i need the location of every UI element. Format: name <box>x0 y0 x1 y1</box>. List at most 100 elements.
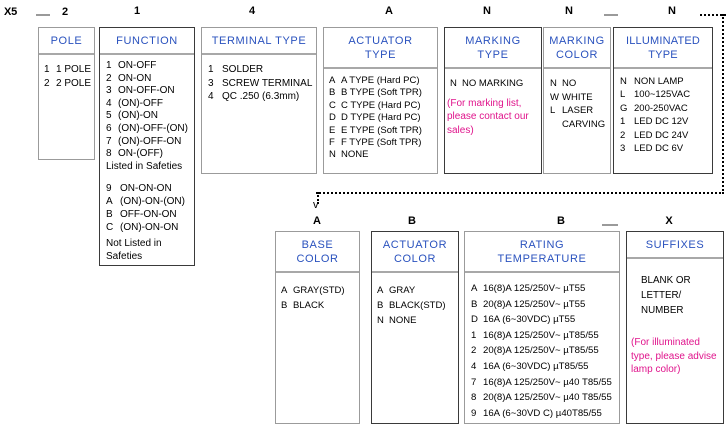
code-marking-type: N <box>483 5 491 17</box>
box-suffixes-body: BLANK OR LETTER/ NUMBER (For illuminated… <box>627 259 723 381</box>
function-footnote-listed: Listed in Safeties <box>106 160 183 172</box>
box-illuminated-type-title: ILLUMINATED TYPE <box>614 28 712 69</box>
connector-dots-down <box>317 192 319 204</box>
option-item[interactable]: C(ON)-ON-ON <box>106 222 179 233</box>
code-function: 1 <box>133 5 141 17</box>
box-pole-title: POLE <box>39 28 94 55</box>
option-item[interactable]: A(ON)-ON-(ON) <box>106 196 185 207</box>
part-number-prefix: X5 <box>4 6 18 18</box>
option-item[interactable]: 7(ON)-OFF-ON <box>106 135 182 147</box>
continuation-dots-top <box>700 14 726 16</box>
suffixes-value: BLANK OR LETTER/ NUMBER <box>641 275 691 316</box>
code-illuminated-type: N <box>668 5 676 17</box>
box-base-color-title: BASE COLOR <box>276 232 359 273</box>
code-rating-temperature: B <box>557 215 565 227</box>
box-terminal-type-title: TERMINAL TYPE <box>202 28 316 55</box>
code-base-color: A <box>313 215 321 227</box>
box-function-title: FUNCTION <box>100 28 194 55</box>
connector-dots-bottom <box>316 192 724 194</box>
option-item[interactable]: 4(ON)-OFF <box>106 97 163 109</box>
option-item[interactable]: 6(ON)-OFF-(ON) <box>106 122 188 134</box>
bottom-dash <box>602 224 618 226</box>
marking-type-note: (For marking list, please contact our sa… <box>447 97 529 136</box>
connector-dots-right <box>722 14 724 194</box>
code-actuator-type: A <box>385 5 393 17</box>
suffixes-note: (For illuminated type, please advise lam… <box>631 337 717 375</box>
box-actuator-type-title: ACTUATOR TYPE <box>324 28 437 69</box>
box-marking-type-title: MARKING TYPE <box>445 28 541 69</box>
box-suffixes-title: SUFFIXES <box>627 232 723 259</box>
box-suffixes: SUFFIXES BLANK OR LETTER/ NUMBER (For il… <box>626 231 724 424</box>
code-pole: 2 <box>61 6 69 18</box>
option-item[interactable]: 5(ON)-ON <box>106 110 158 122</box>
function-footnote-not-listed: Not Listed in Safeties <box>106 238 162 262</box>
code-suffixes: X <box>665 215 673 227</box>
connector-arrow-icon: v <box>313 199 319 211</box>
box-rating-temperature-title: RATING TEMPERATURE <box>465 232 619 273</box>
header-dash-2 <box>604 14 618 16</box>
